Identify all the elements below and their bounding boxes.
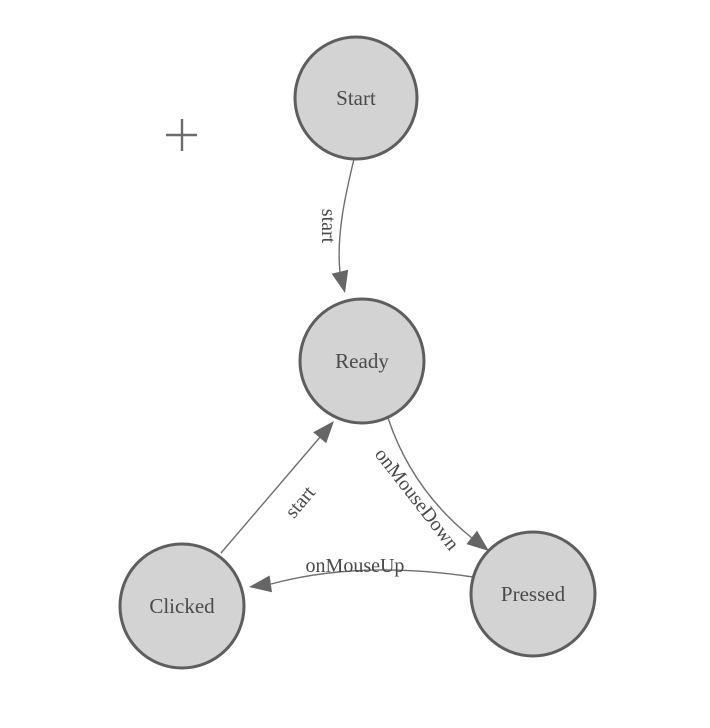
state-circle[interactable] — [293, 35, 419, 161]
arrowhead-icon — [331, 269, 349, 293]
arrowhead-icon — [249, 575, 272, 593]
state-circle[interactable] — [118, 542, 246, 670]
crosshair-plus-icon — [166, 119, 197, 151]
state-node-ready[interactable]: Ready — [298, 297, 426, 425]
transition-pressed-to-clicked[interactable]: onMouseUp — [249, 555, 474, 593]
state-node-pressed[interactable]: Pressed — [469, 530, 597, 658]
state-circle[interactable] — [298, 297, 426, 425]
edge-label: start — [281, 482, 320, 523]
transition-ready-to-pressed[interactable]: onMouseDown — [370, 417, 489, 555]
arrowhead-icon — [466, 530, 489, 551]
transition-clicked-to-ready[interactable]: start — [220, 421, 334, 554]
edge-line[interactable] — [338, 158, 355, 273]
edge-label: onMouseDown — [370, 444, 463, 555]
arrowhead-icon — [313, 421, 334, 444]
edge-line[interactable] — [220, 435, 322, 554]
edge-line[interactable] — [270, 569, 474, 585]
edge-label: onMouseUp — [306, 555, 405, 577]
state-node-start[interactable]: Start — [293, 35, 419, 161]
state-node-clicked[interactable]: Clicked — [118, 542, 246, 670]
edge-line[interactable] — [387, 417, 473, 539]
transition-start-to-ready[interactable]: start — [317, 158, 355, 293]
state-circle[interactable] — [469, 530, 597, 658]
edge-label: start — [317, 209, 339, 244]
